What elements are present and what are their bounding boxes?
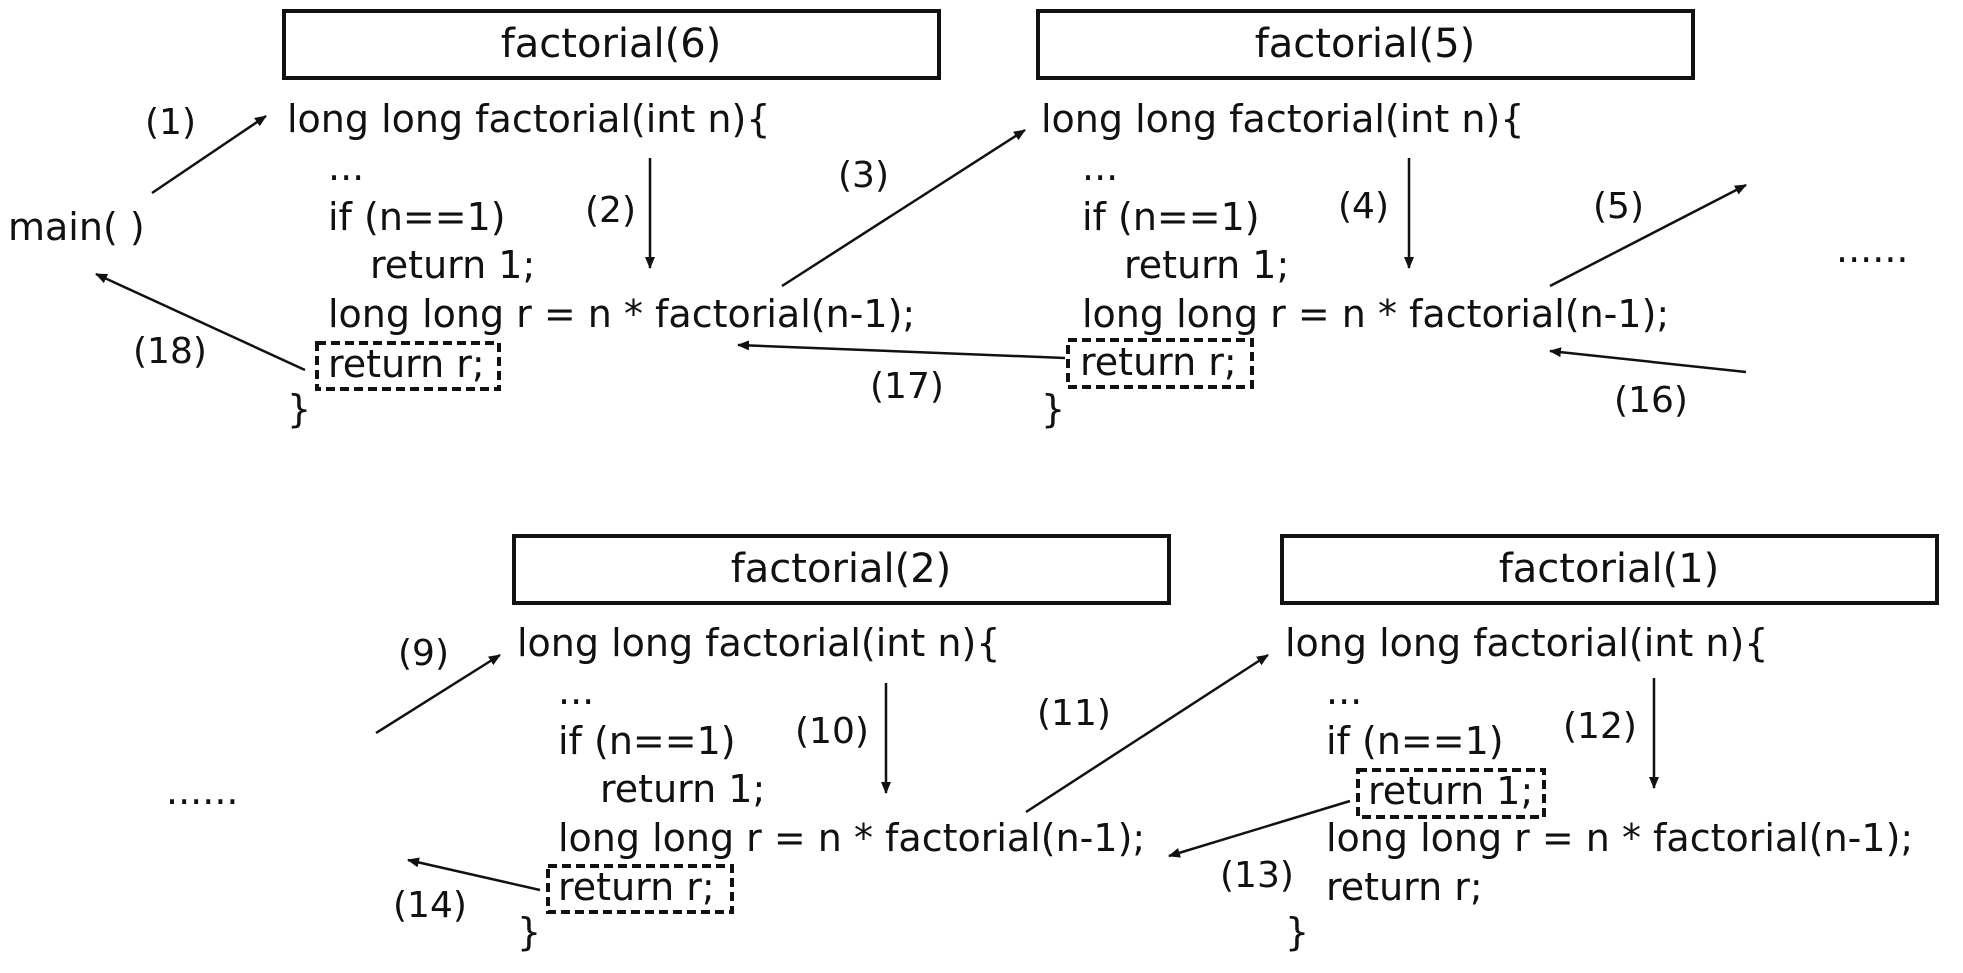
arrow-step-14 xyxy=(407,857,541,892)
arrow-step-9 xyxy=(375,653,501,735)
code-return-r: return r; xyxy=(1326,865,1483,909)
step-label-1: (1) xyxy=(145,102,196,143)
frame-title: factorial(5) xyxy=(1255,21,1476,67)
step-label-4: (4) xyxy=(1338,186,1389,227)
arrow-step-3 xyxy=(781,128,1026,288)
frame-title-box xyxy=(1036,9,1695,80)
code-ellipsis: ... xyxy=(558,669,594,713)
code-ellipsis: ... xyxy=(328,145,364,189)
frame-factorial-6: factorial(6) long long factorial(int n){… xyxy=(282,9,941,431)
code-return-r: return r; xyxy=(558,865,715,909)
code-signature: long long factorial(int n){ xyxy=(287,97,770,141)
code-ellipsis: ... xyxy=(1326,669,1362,713)
step-label-12: (12) xyxy=(1563,706,1637,747)
arrow-step-11 xyxy=(1025,653,1269,814)
code-if-condition: if (n==1) xyxy=(1082,195,1260,239)
code-recursive-call: long long r = n * factorial(n-1); xyxy=(328,292,915,336)
frame-title: factorial(6) xyxy=(501,21,722,67)
frame-factorial-1: factorial(1) long long factorial(int n){… xyxy=(1280,534,1939,954)
dashed-highlight-box xyxy=(1356,768,1546,819)
dashed-highlight-box xyxy=(315,341,501,391)
step-label-10: (10) xyxy=(795,711,869,752)
code-ellipsis: ... xyxy=(1082,145,1118,189)
code-signature: long long factorial(int n){ xyxy=(1041,97,1524,141)
frame-title: factorial(1) xyxy=(1499,546,1720,592)
arrow-step-5 xyxy=(1549,183,1747,288)
dashed-highlight-box xyxy=(546,864,734,914)
code-closing-brace: } xyxy=(287,387,311,431)
code-return-one: return 1; xyxy=(370,243,535,287)
code-return-one: return 1; xyxy=(1368,769,1533,813)
code-recursive-call: long long r = n * factorial(n-1); xyxy=(1082,292,1669,336)
arrow-step-13 xyxy=(1168,799,1351,858)
frame-factorial-5: factorial(5) long long factorial(int n){… xyxy=(1036,9,1695,431)
frame-title-box xyxy=(512,534,1171,605)
main-function-label: main( ) xyxy=(8,205,145,249)
frame-factorial-2: factorial(2) long long factorial(int n){… xyxy=(512,534,1171,954)
code-if-condition: if (n==1) xyxy=(558,719,736,763)
step-label-14: (14) xyxy=(393,885,467,926)
step-label-16: (16) xyxy=(1614,380,1688,421)
step-label-3: (3) xyxy=(838,155,889,196)
code-closing-brace: } xyxy=(1041,387,1065,431)
flow-arrows xyxy=(95,114,1747,892)
code-if-condition: if (n==1) xyxy=(328,195,506,239)
code-signature: long long factorial(int n){ xyxy=(517,621,1000,665)
code-recursive-call: long long r = n * factorial(n-1); xyxy=(1326,816,1913,860)
code-return-one: return 1; xyxy=(1124,243,1289,287)
code-return-r: return r; xyxy=(328,342,485,386)
ellipsis-top-right: ...... xyxy=(1836,227,1908,271)
arrow-step-18 xyxy=(95,272,306,372)
code-recursive-call: long long r = n * factorial(n-1); xyxy=(558,816,1145,860)
step-label-17: (17) xyxy=(870,366,944,407)
arrow-step-17 xyxy=(737,340,1066,360)
code-closing-brace: } xyxy=(517,910,541,954)
step-label-9: (9) xyxy=(398,633,449,674)
frame-title-box xyxy=(1280,534,1939,605)
code-return-one: return 1; xyxy=(600,767,765,811)
dashed-highlight-box xyxy=(1066,338,1254,389)
code-if-condition: if (n==1) xyxy=(1326,719,1504,763)
code-signature: long long factorial(int n){ xyxy=(1285,621,1768,665)
code-return-r: return r; xyxy=(1080,340,1237,384)
ellipsis-bottom-left: ...... xyxy=(166,769,238,813)
frame-title: factorial(2) xyxy=(731,546,952,592)
code-closing-brace: } xyxy=(1285,910,1309,954)
arrow-step-16 xyxy=(1549,347,1747,374)
step-label-18: (18) xyxy=(133,331,207,372)
step-label-13: (13) xyxy=(1220,855,1294,896)
frame-title-box xyxy=(282,9,941,80)
step-label-11: (11) xyxy=(1037,693,1111,734)
arrow-step-1 xyxy=(151,114,267,195)
step-label-5: (5) xyxy=(1593,186,1644,227)
step-label-2: (2) xyxy=(585,190,636,231)
